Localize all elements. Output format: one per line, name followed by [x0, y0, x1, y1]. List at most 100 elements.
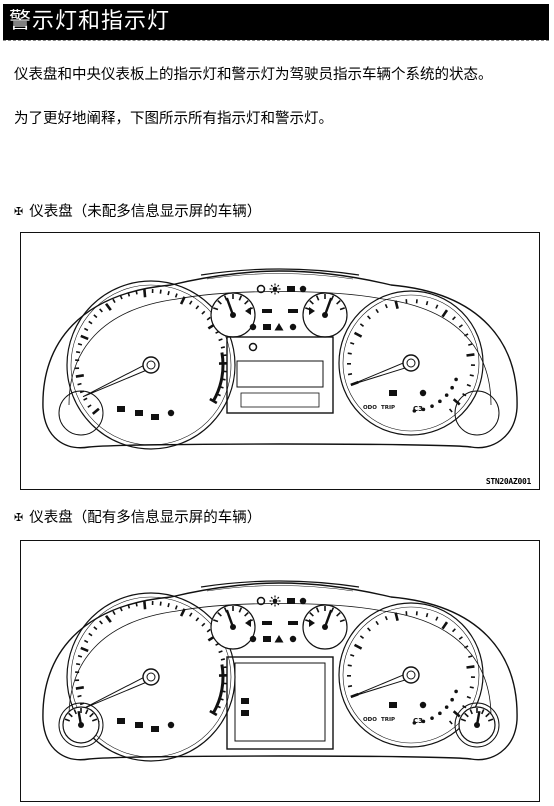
cluster-hood-inner	[206, 273, 354, 280]
master-warning-icon	[274, 323, 284, 331]
indicator-icon	[263, 636, 271, 642]
speedometer-tick	[209, 397, 218, 405]
right-aux-gauge-tick	[469, 709, 473, 715]
cluster-housing	[42, 582, 518, 761]
speedometer-rim	[70, 596, 232, 758]
temperature-gauge-tick	[309, 300, 314, 305]
left-aux-gauge-tick	[68, 712, 73, 718]
speedometer-tick	[77, 694, 82, 698]
left-aux-gauge-hub	[78, 722, 84, 728]
centre-panel	[226, 656, 334, 750]
fuel-gauge-needle	[225, 609, 235, 628]
tachometer-dot	[450, 697, 454, 702]
indicator-icon	[389, 702, 397, 708]
tachometer-tick	[375, 308, 379, 314]
section-header: 警示灯和指示灯	[3, 4, 549, 40]
fuel-gauge-tick	[238, 295, 243, 301]
tachometer-tick	[425, 300, 429, 306]
tachometer-dot	[412, 721, 417, 725]
speedometer-tick	[91, 407, 100, 415]
right-aux-gauge-tick	[485, 712, 490, 718]
brake-warning-icon	[256, 596, 266, 606]
speedometer-rim	[70, 284, 232, 446]
tachometer-tick	[435, 304, 439, 309]
left-aux-gauge-tick	[73, 709, 77, 715]
fuel-gauge-hub	[230, 624, 236, 630]
indicator-icon	[262, 621, 272, 625]
speedometer-tick	[127, 292, 131, 297]
turn-signal-right-icon	[309, 619, 315, 627]
indicator-icon	[151, 414, 159, 420]
speedometer-tick	[143, 289, 147, 298]
speedometer-tick	[167, 290, 170, 296]
tachometer-tick	[458, 324, 463, 328]
indicator-icon	[289, 635, 297, 643]
tachometer-needle-cap	[406, 358, 416, 368]
speedometer-tick	[75, 374, 84, 378]
tachometer-tick	[353, 643, 363, 650]
speedometer-tick	[80, 334, 89, 341]
tachometer-tick	[384, 615, 388, 621]
speedometer-needle	[82, 673, 153, 710]
indicator-icon	[135, 410, 143, 416]
figure-caption-2: ✠ 仪表盘（配有多信息显示屏的车辆）	[14, 508, 261, 528]
oil-warning-icon	[287, 598, 295, 604]
figure-caption-2-text: 仪表盘（配有多信息显示屏的车辆）	[29, 510, 262, 526]
indicator-icon	[135, 722, 143, 728]
temperature-gauge	[302, 604, 348, 650]
figure-caption-1-text: 仪表盘（未配多信息显示屏的车辆）	[29, 204, 262, 220]
tachometer-tick	[466, 695, 471, 699]
temperature-gauge-tick	[339, 619, 346, 623]
fuel-gauge-tick	[217, 300, 222, 305]
fuel-gauge-tick	[244, 300, 249, 305]
speedometer-tick	[76, 351, 81, 354]
speedometer-tick	[206, 628, 211, 633]
speedometer-tick	[83, 327, 89, 332]
speedometer-tick	[195, 617, 200, 622]
tachometer-tick	[464, 333, 469, 337]
right-aux-gauge-hub	[474, 722, 480, 728]
temperature-gauge-tick	[339, 307, 346, 311]
speedometer-tick	[119, 607, 123, 612]
tachometer-tick	[441, 621, 449, 630]
indicator-icon	[289, 323, 297, 331]
speedometer-tick	[159, 289, 162, 294]
indicator-icon	[288, 309, 298, 313]
intro-paragraph-2: 为了更好地阐释，下图所示所有指示灯和警示灯。	[14, 111, 333, 127]
tachometer-tick	[384, 303, 388, 309]
speedometer-tick	[93, 626, 98, 631]
tachometer-tick	[347, 352, 352, 355]
fuel-gauge	[210, 292, 256, 338]
speedometer-tick	[167, 602, 170, 608]
left-side-dial	[58, 702, 104, 748]
tachometer-tick	[347, 373, 353, 376]
tachometer-rim	[342, 606, 480, 744]
speedometer-tick	[88, 320, 93, 325]
temperature-gauge-tick	[309, 612, 314, 617]
left-aux-gauge-tick	[89, 712, 94, 718]
tachometer-rim	[342, 294, 480, 432]
tachometer-tick	[464, 645, 469, 649]
cluster-hood-inner	[206, 585, 354, 592]
tachometer-tick	[451, 316, 456, 321]
tachometer-tick	[359, 635, 365, 639]
bullet-icon: ✠	[14, 511, 24, 524]
speedometer-tick	[87, 404, 92, 408]
speedometer-tick	[135, 290, 138, 295]
tachometer-dot	[444, 393, 449, 397]
speedometer-tick	[83, 397, 88, 401]
odo-label: ODO	[363, 405, 377, 411]
speedometer-tick	[75, 686, 84, 690]
tachometer-tick	[469, 686, 474, 689]
tachometer-dot	[421, 719, 426, 724]
speedometer-tick	[105, 302, 112, 311]
tachometer-tick	[458, 636, 463, 640]
temperature-gauge-tick	[315, 295, 320, 301]
c3-label: C3	[413, 717, 423, 725]
cluster-housing	[42, 270, 518, 449]
tachometer-needle-cap	[406, 670, 416, 680]
speedometer-tick	[112, 298, 116, 304]
fuel-gauge-tick	[217, 612, 222, 617]
temperature-gauge-tick	[315, 607, 320, 613]
